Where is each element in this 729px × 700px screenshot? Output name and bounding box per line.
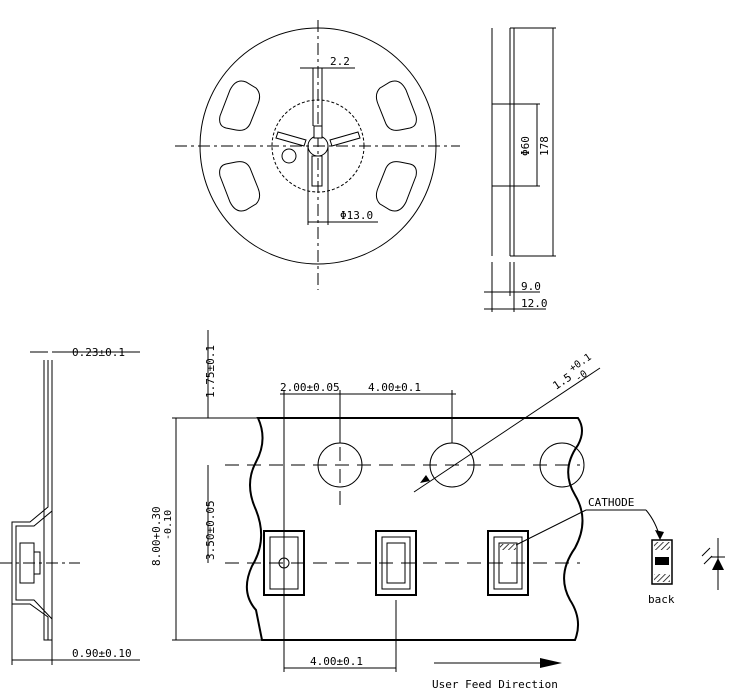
feed-direction-arrowhead (540, 658, 562, 668)
cathode-leader (515, 509, 587, 546)
label-back: back (648, 593, 675, 606)
dim-bottom-thickness: 0.90±0.10 (72, 647, 132, 660)
dim-hole-dia: 1.5 (550, 371, 574, 393)
label-feed-direction: User Feed Direction (432, 678, 558, 691)
dim-outer-width: 12.0 (521, 297, 548, 310)
dim-pocket-pitch: 4.00±0.1 (310, 655, 363, 668)
hole-dia-leader (413, 367, 601, 493)
reel-window-lower-right (375, 161, 417, 212)
led-body (493, 536, 523, 590)
diode-triangle (712, 558, 724, 570)
dim-hole-to-pocket-center: 3.50±0.05 (204, 500, 217, 560)
hub-spoke-left (275, 131, 307, 147)
dim-edge-to-hole: 1.75±0.1 (204, 345, 217, 398)
led-back-pad-top (654, 542, 670, 550)
led-back-pad-bottom (654, 574, 670, 582)
hub-drive-hole (281, 148, 297, 164)
led-back-die (655, 557, 669, 565)
reel-side-view: Φ60 178 9.0 12.0 (484, 27, 556, 312)
carrier-tape-profile (11, 360, 53, 641)
label-cathode: CATHODE (588, 496, 634, 509)
dim-tape-width: 8.00+0.30 (150, 506, 163, 566)
hub-spoke-right (329, 131, 361, 147)
dim-hole-pitch: 4.00±0.1 (368, 381, 421, 394)
dim-top-thickness: 0.23±0.1 (72, 346, 125, 359)
diode-emission-arrow (701, 547, 711, 557)
cathode-mark (500, 544, 516, 550)
pocket-with-led (375, 530, 417, 596)
hub-spoke-bottom (311, 155, 323, 187)
carrier-tape-outline (245, 417, 584, 641)
hole-dia-arrow (420, 475, 430, 483)
reel-window-lower-left (219, 161, 261, 212)
reel-hub-outline (271, 99, 365, 193)
led-lens (498, 542, 518, 584)
dim-inner-width: 9.0 (521, 280, 541, 293)
reel-outer-flange (199, 27, 437, 265)
reel-window-upper-left (219, 80, 261, 131)
reel-window-upper-right (375, 80, 417, 131)
diode-emission-arrow (703, 555, 713, 565)
reel-front-view: 2.2 Φ13.0 (175, 20, 460, 290)
dim-hub-dia: Φ13.0 (340, 209, 373, 222)
diode-symbol (701, 538, 725, 590)
arbor-key-slot (313, 125, 323, 139)
led-lens (386, 542, 406, 584)
component-lens (33, 551, 41, 575)
cover-tape-profile (43, 360, 53, 641)
dim-hub-slot: 2.2 (330, 55, 350, 68)
sprocket-hole (539, 442, 585, 488)
dim-reel-dia: 178 (538, 136, 551, 156)
tape-cross-section: 0.23±0.1 0.90±0.10 (0, 346, 140, 665)
dim-hole-to-pocket: 2.00±0.05 (280, 381, 340, 394)
dim-hub-outer: Φ60 (519, 136, 532, 156)
pocket-with-led (487, 530, 529, 596)
dim-tape-width-tol: -0.10 (163, 510, 174, 540)
cathode-pointer-arrow (655, 530, 664, 540)
led-body (381, 536, 411, 590)
tape-top-view: 1.75±0.1 3.50±0.05 8.00+0.30 -0.10 2.00±… (150, 330, 725, 691)
